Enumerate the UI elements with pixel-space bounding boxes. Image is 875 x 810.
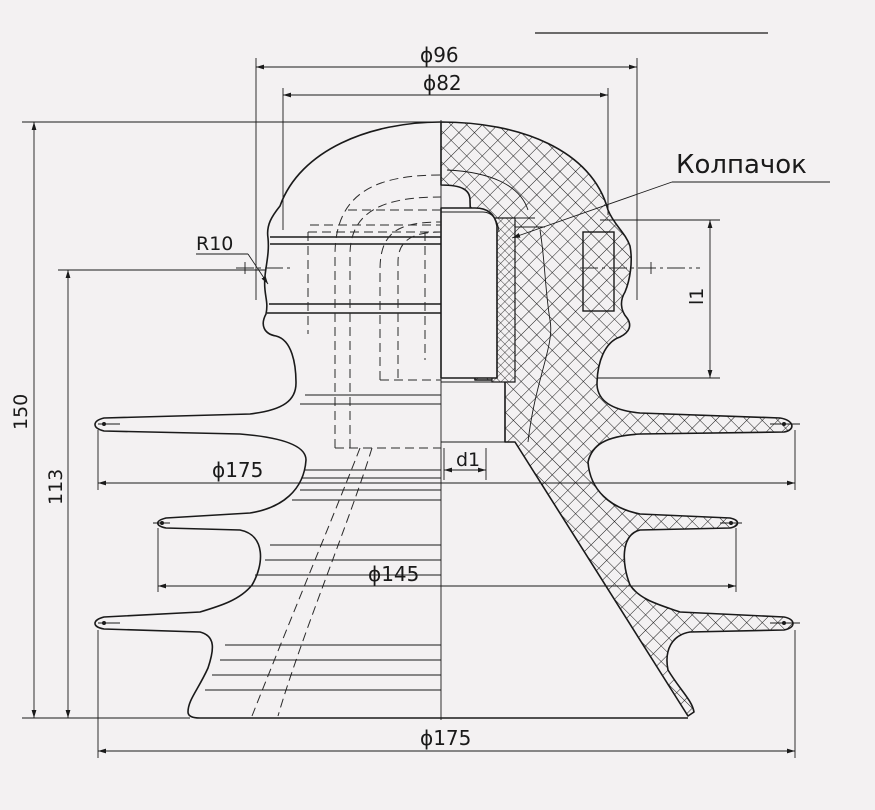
hatched-body xyxy=(440,121,794,717)
cap-pin xyxy=(441,211,500,233)
shed-tip-marks xyxy=(98,422,800,625)
label-d175-upper: ϕ175 xyxy=(212,458,263,482)
view-left-half xyxy=(94,120,688,720)
label-d82: ϕ82 xyxy=(423,71,462,95)
label-cap: Колпачок xyxy=(676,150,807,180)
label-h150: 150 xyxy=(10,394,32,430)
section-right-half xyxy=(440,121,794,717)
outer-outline-left xyxy=(94,121,688,719)
label-d96: ϕ96 xyxy=(420,43,459,67)
dimension-lines xyxy=(22,58,830,758)
dimension-labels: ϕ96 ϕ82 Колпачок R10 l1 150 113 ϕ175 d1 … xyxy=(10,43,807,750)
label-d145: ϕ145 xyxy=(368,562,419,586)
label-l1: l1 xyxy=(686,288,708,305)
hidden-cavity xyxy=(334,174,442,448)
label-d175-lower: ϕ175 xyxy=(420,726,471,750)
label-r10: R10 xyxy=(196,233,233,255)
slot-l1 xyxy=(582,231,615,312)
label-h113: 113 xyxy=(45,469,67,505)
inner-cavity xyxy=(440,207,498,379)
label-d1: d1 xyxy=(456,449,480,471)
